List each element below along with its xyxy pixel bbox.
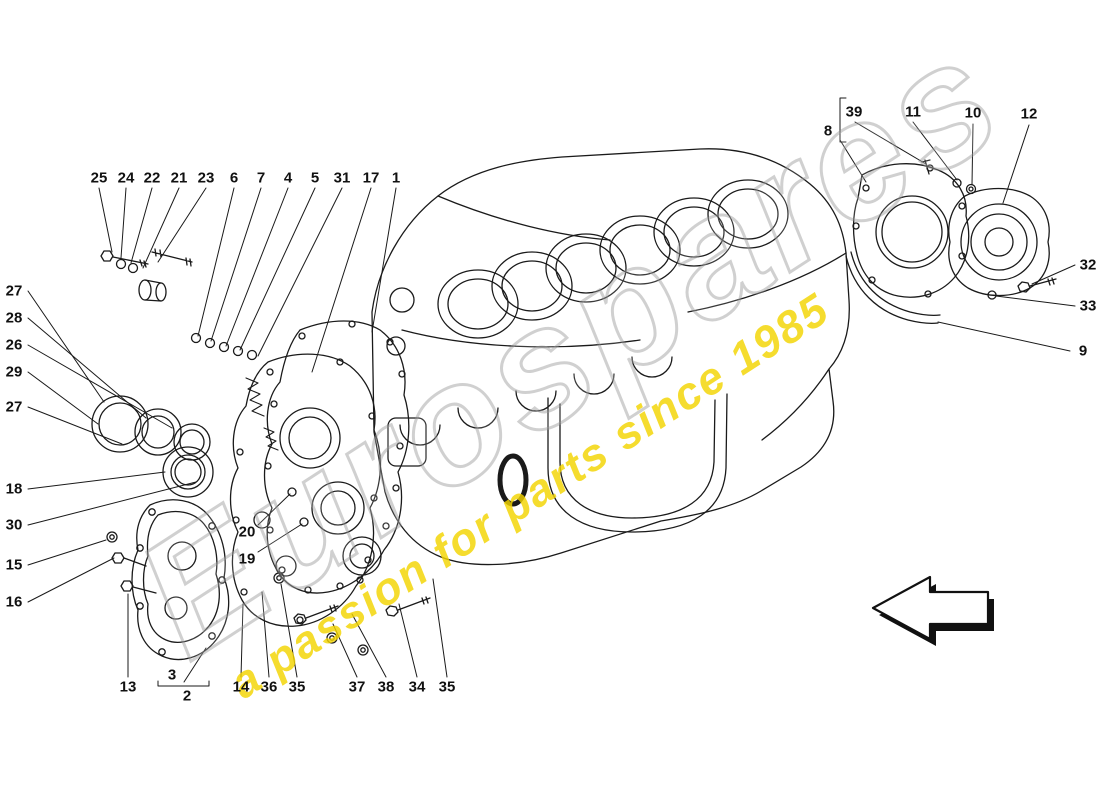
part-number-label[interactable]: 36: [260, 678, 278, 696]
part-number-label[interactable]: 8: [823, 122, 833, 140]
part-number-label[interactable]: 28: [5, 309, 23, 327]
part-number-label[interactable]: 21: [170, 169, 188, 187]
rear-fasteners: [921, 159, 1057, 300]
part-number-label[interactable]: 35: [438, 678, 456, 696]
part-number-label[interactable]: 19: [238, 550, 256, 568]
part-number-label[interactable]: 34: [408, 678, 426, 696]
rear-cover-gasket-plate: [852, 163, 970, 298]
part-number-label[interactable]: 38: [377, 678, 395, 696]
part-number-label[interactable]: 5: [310, 169, 320, 187]
part-number-label[interactable]: 16: [5, 593, 23, 611]
front-fasteners: [100, 248, 258, 361]
oil-sump: [497, 393, 728, 533]
part-number-label[interactable]: 18: [5, 480, 23, 498]
lower-fasteners: [106, 531, 431, 656]
direction-arrow: [871, 575, 994, 646]
part-number-label[interactable]: 12: [1020, 105, 1038, 123]
part-number-label[interactable]: 20: [238, 523, 256, 541]
part-number-label[interactable]: 11: [905, 103, 921, 121]
part-number-label[interactable]: 4: [283, 169, 293, 187]
part-number-label[interactable]: 39: [845, 103, 863, 121]
part-number-label[interactable]: 35: [288, 678, 306, 696]
timing-cover: [229, 353, 382, 627]
water-pump-cover: [131, 499, 230, 661]
part-number-label[interactable]: 29: [5, 363, 23, 381]
part-number-label[interactable]: 25: [90, 169, 108, 187]
crankcase-block: [371, 148, 850, 566]
part-number-label[interactable]: 27: [5, 398, 23, 416]
part-number-label[interactable]: 17: [362, 169, 380, 187]
part-number-label[interactable]: 22: [143, 169, 161, 187]
part-number-label[interactable]: 30: [5, 516, 23, 534]
cylinder-bores: [437, 179, 789, 339]
part-number-label[interactable]: 26: [5, 336, 23, 354]
part-number-label[interactable]: 24: [117, 169, 135, 187]
part-number-label[interactable]: 23: [197, 169, 215, 187]
leader-lines: [27, 97, 1076, 687]
part-number-label[interactable]: 31: [333, 169, 351, 187]
part-number-label[interactable]: 32: [1079, 256, 1097, 274]
part-number-label[interactable]: 9: [1078, 342, 1088, 360]
springs: [245, 377, 279, 451]
part-number-label[interactable]: 33: [1079, 297, 1097, 315]
part-number-label[interactable]: 10: [964, 104, 982, 122]
part-number-label[interactable]: 7: [256, 169, 266, 187]
part-number-label[interactable]: 14: [232, 678, 250, 696]
part-number-label[interactable]: 15: [5, 556, 23, 574]
part-number-label[interactable]: 13: [119, 678, 137, 696]
part-number-label[interactable]: 2: [182, 687, 192, 705]
part-number-label[interactable]: 3: [167, 666, 177, 684]
part-number-label[interactable]: 6: [229, 169, 239, 187]
part-number-label[interactable]: 27: [5, 282, 23, 300]
rear-gasket-strip: [845, 251, 941, 325]
part-number-label[interactable]: 37: [348, 678, 366, 696]
part-number-label[interactable]: 1: [391, 169, 401, 187]
